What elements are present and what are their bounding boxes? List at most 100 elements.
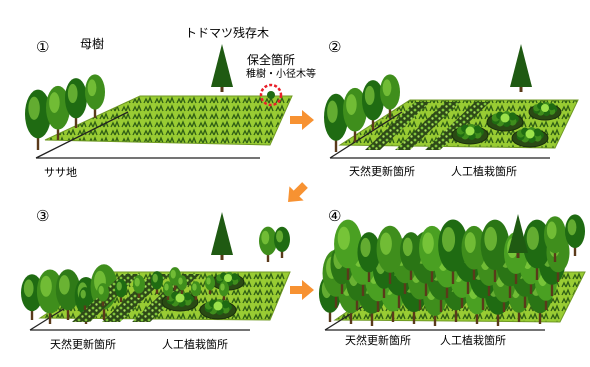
mother-tree <box>21 274 43 320</box>
tree-trunk <box>451 264 455 284</box>
tree-trunk <box>173 282 177 290</box>
tree-trunk <box>556 266 560 282</box>
tree-highlight <box>98 285 104 295</box>
seedling <box>175 293 185 303</box>
tree-highlight <box>164 283 169 291</box>
tree-trunk <box>412 304 416 324</box>
tree-trunk <box>334 134 338 152</box>
planted-clump <box>451 124 489 145</box>
tree-highlight <box>261 230 270 245</box>
tree-trunk <box>194 294 198 300</box>
planted-tree <box>205 275 215 294</box>
tree-trunk <box>382 283 386 298</box>
conifer-crown <box>510 44 532 87</box>
panel-number-4: ④ <box>328 207 342 225</box>
tree-trunk <box>334 290 338 308</box>
tree-highlight <box>49 92 60 113</box>
tree-trunk <box>280 248 284 258</box>
tree-trunk <box>529 278 533 294</box>
todomatsu-label: トドマツ残存木 <box>185 26 270 40</box>
mother-tree <box>380 74 400 118</box>
tree-trunk <box>180 288 184 294</box>
tree-trunk <box>155 286 159 294</box>
mother-tree <box>85 74 105 118</box>
mother-tree <box>544 216 566 262</box>
tree-highlight <box>206 277 211 285</box>
tree-highlight <box>422 232 434 254</box>
mature-tree <box>438 219 468 284</box>
conifer-trunk <box>220 254 224 260</box>
tree-trunk <box>119 294 123 302</box>
tree-highlight <box>58 275 70 295</box>
planted-clump <box>528 101 562 121</box>
tree-highlight <box>360 237 371 258</box>
mature-tree <box>357 232 381 282</box>
tree-trunk <box>388 266 392 284</box>
mother-tree <box>274 226 290 258</box>
arrow-shape <box>290 280 314 300</box>
planted-clump <box>199 299 237 320</box>
seedling <box>183 292 192 301</box>
artificial-planting-label: 人工植栽箇所 <box>162 338 228 351</box>
conifer-crown <box>211 44 233 87</box>
tree-trunk <box>30 305 34 320</box>
tree-trunk <box>371 114 375 130</box>
tree-trunk <box>493 262 497 282</box>
planted-tree <box>219 281 229 300</box>
mother-tree <box>25 89 51 150</box>
protected-detail-label: 稚樹・小径木等 <box>246 69 316 80</box>
regenerating-tree <box>97 283 109 306</box>
arrow-down-left-icon <box>288 182 308 202</box>
tree-trunk <box>439 292 443 312</box>
tree-trunk <box>573 243 577 256</box>
tree-trunk <box>349 306 353 324</box>
todomatsu-conifer <box>211 212 233 260</box>
tree-highlight <box>402 237 413 257</box>
tree-trunk <box>74 112 78 128</box>
tree-highlight <box>526 226 539 250</box>
todomatsu-conifer <box>211 44 233 92</box>
tree-highlight <box>346 94 357 115</box>
arrow-shape <box>288 182 308 202</box>
natural-regeneration-label: 天然更新箇所 <box>345 334 411 347</box>
tree-highlight <box>178 277 183 285</box>
planted-tree <box>163 281 173 300</box>
tree-trunk <box>517 307 521 322</box>
tree-highlight <box>484 226 498 251</box>
seedling <box>231 273 239 281</box>
tree-highlight <box>546 221 557 240</box>
tree-trunk <box>430 264 434 282</box>
todomatsu-conifer <box>510 44 532 92</box>
mature-tree <box>334 219 362 280</box>
mother-tree-label: 母樹 <box>80 37 105 51</box>
mother-tree <box>46 85 70 140</box>
arrow-right-icon <box>290 110 314 130</box>
panel-number-2: ② <box>328 38 342 56</box>
arrow-right-icon <box>290 280 314 300</box>
tree-trunk <box>361 278 365 296</box>
tree-trunk <box>346 261 350 280</box>
tree-trunk <box>535 261 539 280</box>
todomatsu-conifer <box>508 214 528 258</box>
natural-regeneration-strip <box>425 102 490 150</box>
mature-tree <box>419 225 445 282</box>
seedling <box>541 104 549 112</box>
tree-trunk <box>538 306 542 324</box>
tree-highlight <box>567 219 577 236</box>
tree-trunk <box>328 307 332 322</box>
panel-number-3: ③ <box>36 207 50 225</box>
tree-trunk <box>56 123 60 140</box>
tree-highlight <box>40 275 52 297</box>
tree-highlight <box>380 232 392 255</box>
tree-highlight <box>67 83 78 104</box>
regenerating-tree <box>133 275 145 298</box>
planted-tree <box>177 275 187 294</box>
seedling <box>548 103 556 111</box>
sasa-land-label: ササ地 <box>44 166 77 179</box>
tree-trunk <box>355 295 359 310</box>
tree-trunk <box>353 125 357 142</box>
mother-tree <box>565 214 585 256</box>
mature-tree <box>523 219 551 280</box>
tree-trunk <box>93 104 97 118</box>
conifer-trunk <box>516 252 520 258</box>
